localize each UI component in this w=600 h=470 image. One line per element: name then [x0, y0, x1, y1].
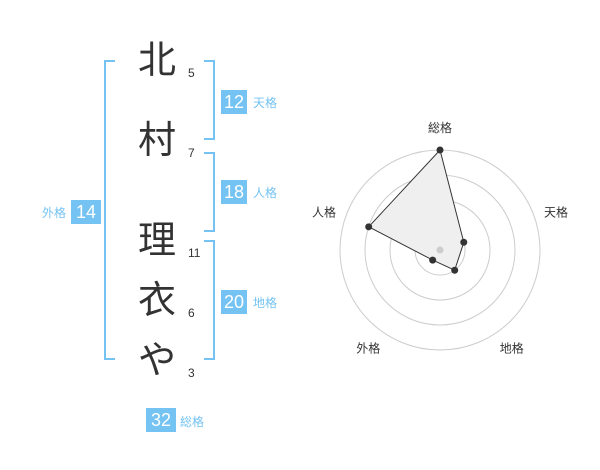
stroke-count-2: 7 [188, 146, 195, 160]
jinkaku-bracket [204, 152, 215, 232]
radar-point-2 [460, 238, 468, 246]
stroke-count-4: 6 [188, 306, 195, 320]
radar-center-point [436, 246, 444, 254]
name-char-5: や [137, 338, 176, 382]
chikaku-bracket [204, 240, 215, 360]
chikaku-value: 20 [221, 290, 247, 314]
soukaku-label: 総格 [180, 415, 205, 429]
stroke-count-3: 11 [188, 246, 201, 260]
radar-point-4 [429, 256, 437, 264]
radar-axis-label-3: 地格 [500, 341, 524, 356]
radar-axis-label-4: 外格 [356, 341, 380, 356]
gaikaku-value: 14 [71, 200, 101, 224]
jinkaku-value: 18 [221, 180, 247, 204]
radar-point-1 [436, 146, 444, 154]
soukaku-value: 32 [146, 408, 176, 432]
chikaku-label: 地格 [253, 296, 278, 310]
radar-axis-label-5: 人格 [312, 204, 336, 219]
tenkaku-value: 12 [221, 90, 247, 114]
name-char-1: 北 [137, 38, 176, 82]
name-char-2: 村 [137, 118, 176, 162]
gaikaku-label: 外格 [42, 206, 67, 220]
radar-data-area [367, 148, 465, 271]
name-char-3: 理 [137, 218, 176, 262]
gaikaku-bracket [104, 60, 115, 360]
radar-axis-label-2: 天格 [544, 204, 568, 219]
radar-point-5 [365, 223, 373, 231]
tenkaku-label: 天格 [253, 96, 278, 110]
radar-point-3 [451, 266, 459, 274]
name-char-4: 衣 [137, 278, 176, 322]
radar-axis-label-1: 総格 [428, 120, 452, 135]
tenkaku-bracket [204, 60, 215, 140]
stroke-count-1: 5 [188, 66, 195, 80]
stroke-count-5: 3 [188, 366, 195, 380]
jinkaku-label: 人格 [253, 186, 278, 200]
